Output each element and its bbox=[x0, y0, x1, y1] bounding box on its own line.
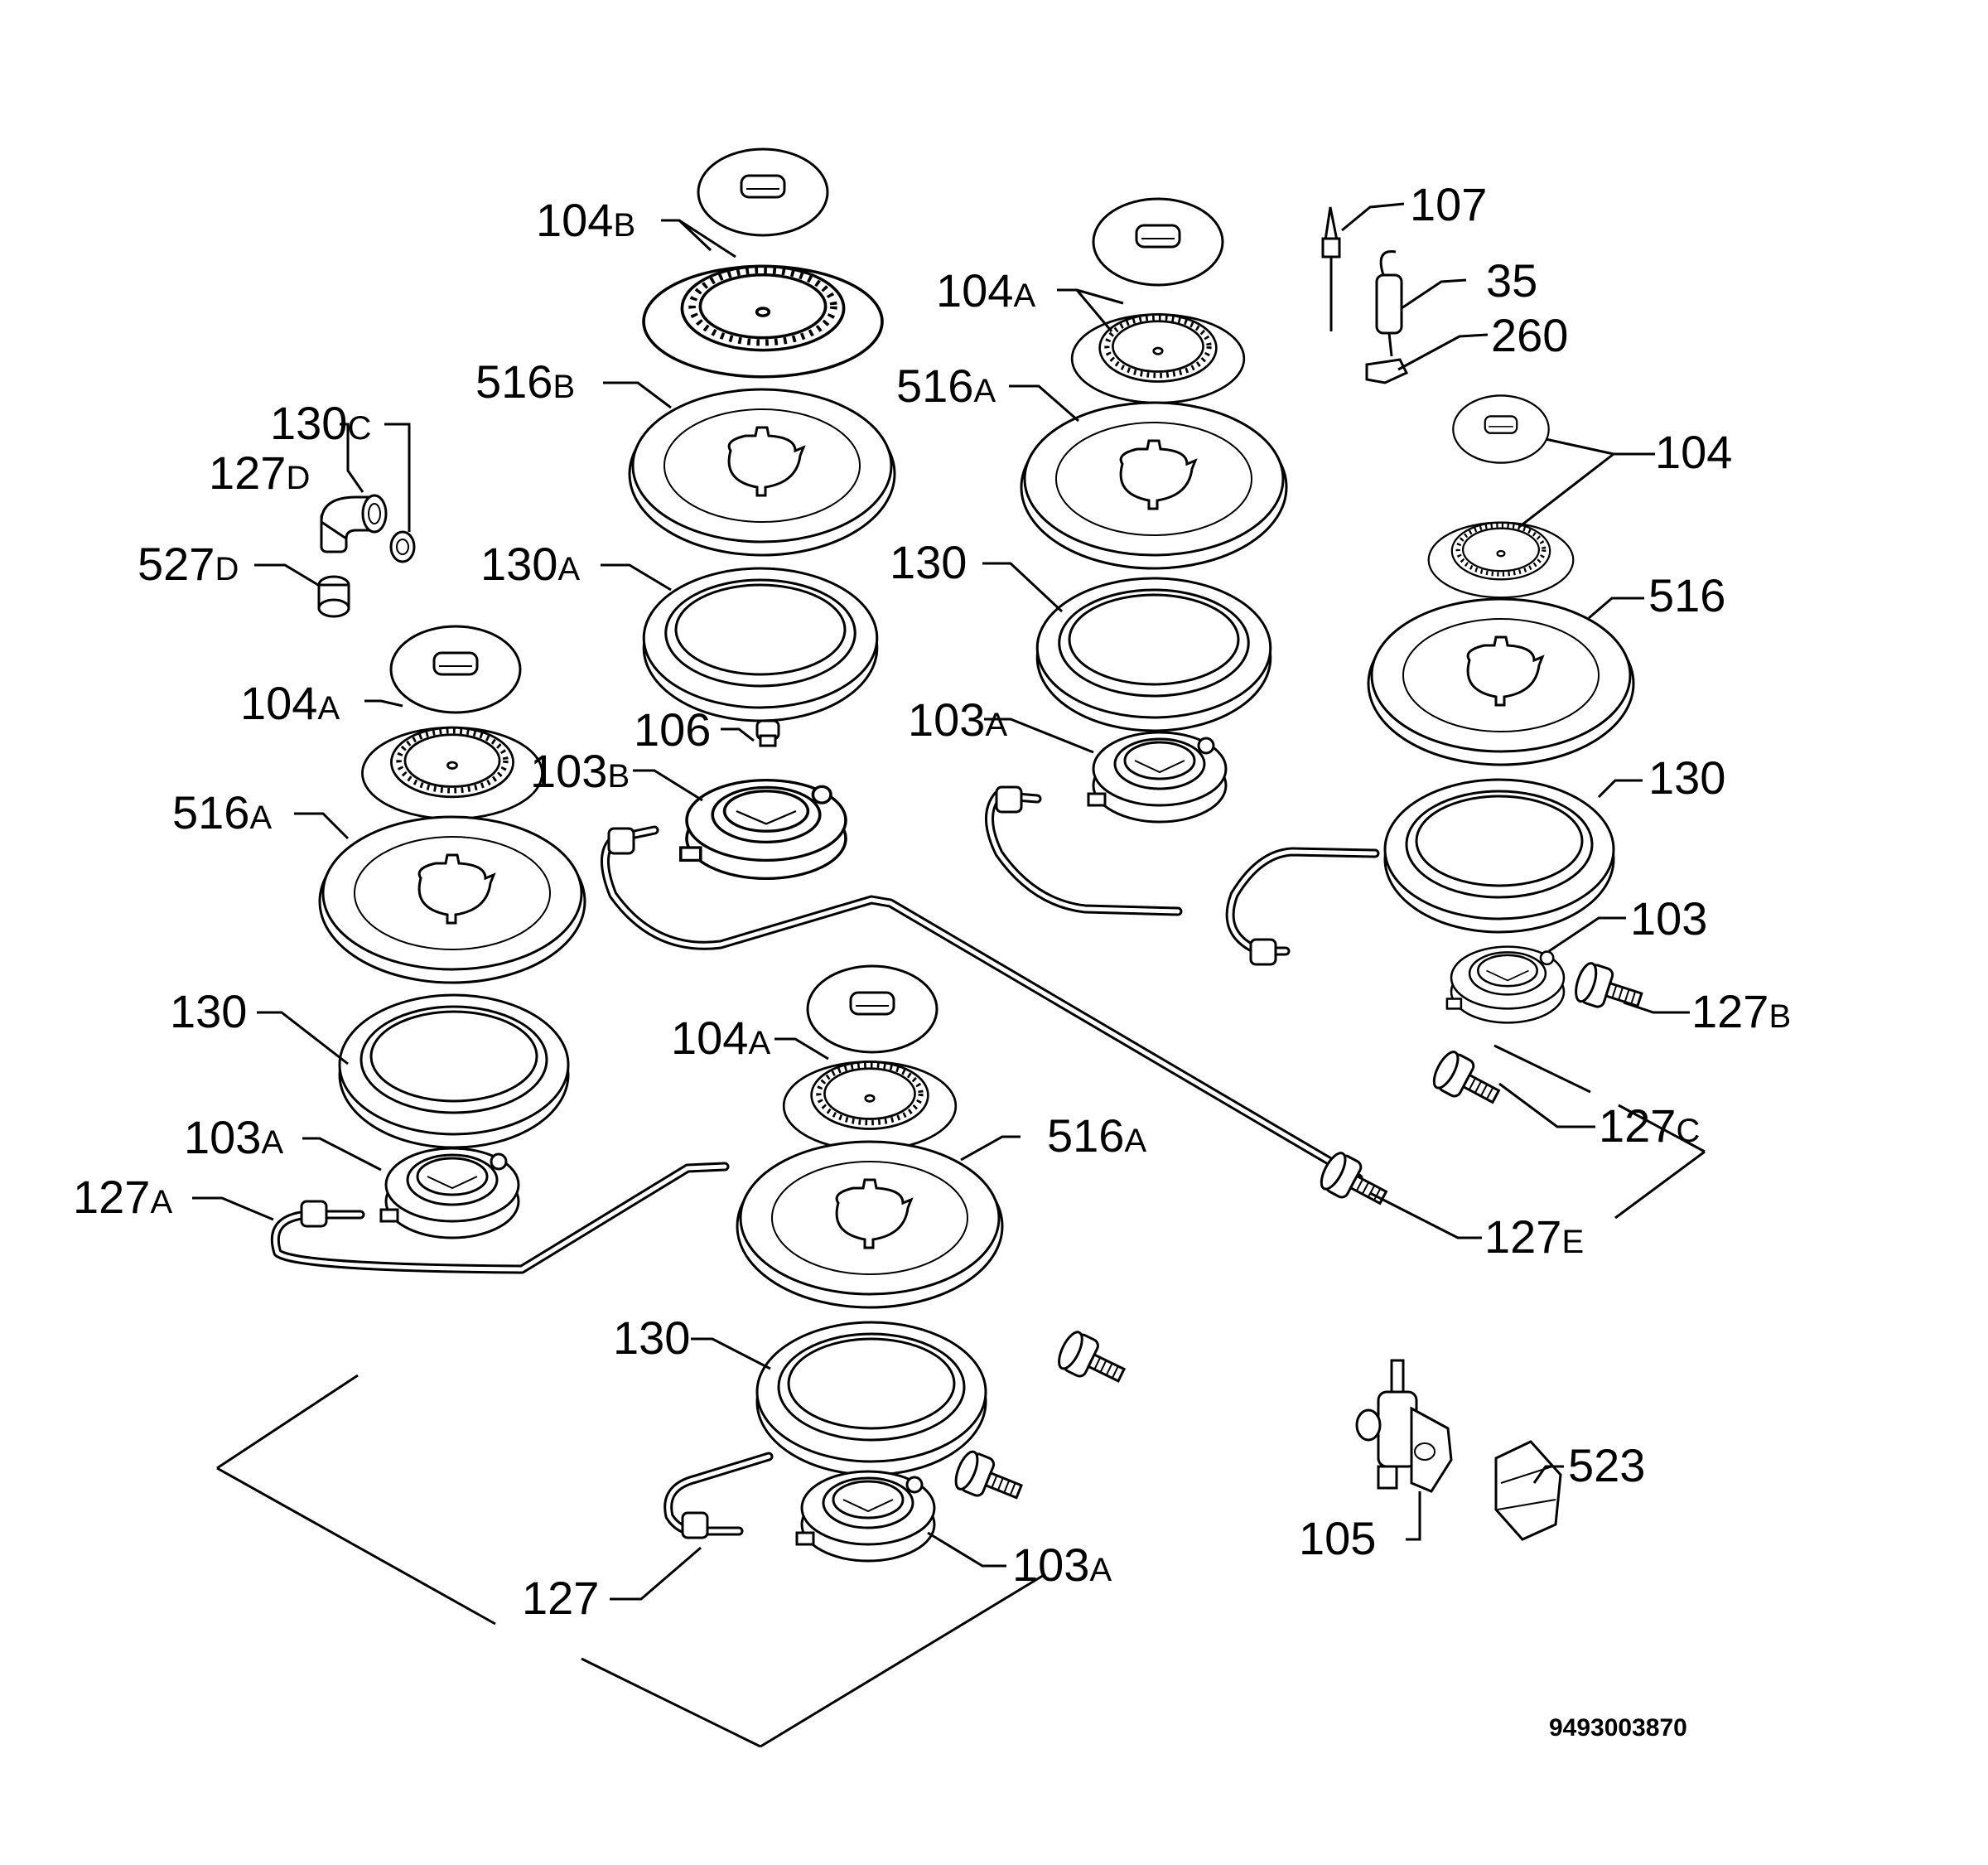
label-516a-left: 516A bbox=[172, 786, 272, 838]
burner-base-103a-left bbox=[379, 1147, 520, 1239]
leader-lines bbox=[192, 202, 1690, 1601]
gas-valve-105 bbox=[1355, 1359, 1453, 1493]
drawing-number: 9493003870 bbox=[1549, 1714, 1687, 1742]
trim-ring-130-right bbox=[1383, 778, 1615, 934]
label-104b: 104B bbox=[536, 194, 635, 246]
label-103a-left: 103A bbox=[184, 1111, 283, 1163]
injector-127-low bbox=[950, 1447, 1028, 1511]
label-127c: 127C bbox=[1599, 1099, 1700, 1152]
label-130-bottom: 130 bbox=[613, 1312, 690, 1364]
washer-130c bbox=[389, 530, 416, 563]
label-516a-top: 516A bbox=[896, 360, 996, 412]
label-130-mid: 130 bbox=[890, 536, 967, 588]
gas-pipe-103b bbox=[601, 825, 1363, 1183]
pipe-fitting-nuts bbox=[300, 785, 1277, 1539]
label-127d: 127D bbox=[209, 447, 310, 499]
burner-cap-104a-top bbox=[1092, 197, 1224, 287]
label-130-left: 130 bbox=[170, 985, 247, 1037]
clip-523 bbox=[1494, 1440, 1562, 1541]
label-35: 35 bbox=[1486, 254, 1537, 307]
label-130-right: 130 bbox=[1648, 751, 1725, 804]
label-103a-bottom: 103A bbox=[1012, 1539, 1112, 1591]
gas-pipe-103a-mid bbox=[985, 790, 1183, 916]
label-127b: 127B bbox=[1691, 985, 1791, 1037]
label-103: 103 bbox=[1630, 892, 1707, 945]
label-516b: 516B bbox=[475, 355, 575, 408]
burner-base-103a-mid bbox=[1087, 731, 1228, 824]
thermocouple-107 bbox=[1321, 206, 1341, 331]
label-130a: 130A bbox=[480, 538, 580, 590]
burner-base-103b bbox=[678, 778, 847, 881]
label-103b: 103B bbox=[530, 745, 630, 797]
electrode-clip-260 bbox=[1365, 358, 1409, 384]
trim-ring-130-mid bbox=[1035, 577, 1272, 732]
gas-pipe-103a-left bbox=[270, 1162, 730, 1274]
burner-base-103 bbox=[1445, 945, 1566, 1024]
injector-127-mid bbox=[1053, 1327, 1132, 1394]
label-527d: 527D bbox=[138, 538, 239, 590]
nipple-527d bbox=[317, 575, 350, 618]
injector-127c bbox=[1428, 1047, 1507, 1116]
label-106: 106 bbox=[634, 703, 711, 756]
label-127a: 127A bbox=[73, 1171, 172, 1223]
burner-cap-104b bbox=[697, 147, 829, 237]
trim-ring-130-left bbox=[338, 993, 570, 1149]
label-104a-left: 104A bbox=[240, 677, 340, 729]
label-105: 105 bbox=[1299, 1512, 1376, 1564]
assembly-bracket-bottom bbox=[216, 1374, 1046, 1748]
assembly-bracket-right bbox=[1493, 1044, 1706, 1220]
label-130c: 130C bbox=[270, 397, 371, 449]
flame-spreader-516a-top bbox=[1020, 401, 1288, 570]
burner-crown-104a-left bbox=[362, 727, 542, 819]
ignition-electrode-35 bbox=[1375, 250, 1403, 357]
label-516: 516 bbox=[1648, 569, 1725, 621]
burner-crown-104a-top bbox=[1072, 315, 1244, 403]
burner-cap-104a-left bbox=[389, 625, 522, 714]
label-104a-top: 104A bbox=[936, 264, 1035, 316]
burner-crown-104a-bottom bbox=[784, 1062, 956, 1151]
gas-pipe-103 bbox=[1225, 847, 1380, 956]
label-260: 260 bbox=[1491, 309, 1568, 361]
label-104a-bottom: 104A bbox=[671, 1012, 770, 1064]
flame-spreader-516a-bottom bbox=[736, 1140, 1004, 1309]
burner-crown-104b bbox=[644, 266, 882, 376]
injector-127b bbox=[1571, 959, 1648, 1021]
flame-spreader-516 bbox=[1367, 597, 1635, 766]
label-127e: 127E bbox=[1484, 1210, 1584, 1263]
flame-spreader-516b bbox=[628, 388, 896, 557]
elbow-fitting-127d bbox=[320, 494, 388, 553]
burner-cap-104 bbox=[1452, 394, 1550, 464]
label-107: 107 bbox=[1410, 178, 1487, 230]
flame-spreader-516a-left bbox=[318, 815, 586, 984]
trim-ring-130-bottom bbox=[755, 1321, 987, 1476]
label-104: 104 bbox=[1655, 426, 1732, 478]
injector-106 bbox=[755, 719, 780, 747]
label-523: 523 bbox=[1568, 1439, 1645, 1491]
burner-crown-104 bbox=[1429, 523, 1574, 597]
burner-base-103a-bottom bbox=[795, 1470, 936, 1563]
label-516a-bottom: 516A bbox=[1047, 1109, 1146, 1162]
label-127: 127 bbox=[522, 1572, 599, 1624]
label-103a-mid: 103A bbox=[908, 693, 1007, 746]
callout-labels: 104B 104A 107 35 260 516B 516A 130C 127D… bbox=[73, 178, 1791, 1624]
trim-ring-130a bbox=[642, 567, 879, 722]
burner-cap-104a-bottom bbox=[806, 964, 939, 1054]
